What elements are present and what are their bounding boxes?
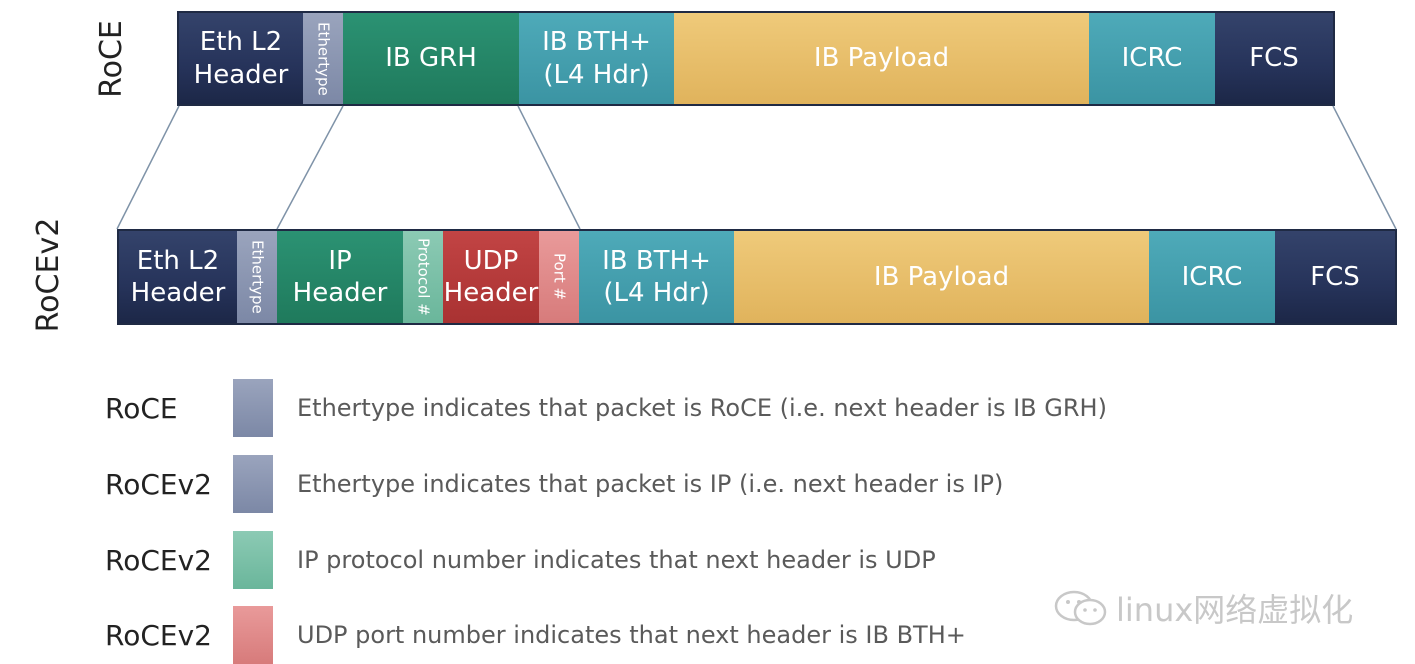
legend-description: IP protocol number indicates that next h…: [297, 546, 936, 574]
row-label-rocev2: RoCEv2: [31, 217, 66, 333]
rocev2-segment-protocol: Protocol #: [403, 231, 443, 323]
rocev2-segment-label: IB Payload: [873, 261, 1010, 292]
legend-description: Ethertype indicates that packet is RoCE …: [297, 394, 1107, 422]
rocev2-segment-label: Port #: [550, 253, 569, 301]
legend-label: RoCEv2: [105, 467, 212, 501]
legend-label: RoCE: [105, 391, 178, 425]
roce-segment-eth-l2-header: Eth L2 Header: [179, 13, 303, 104]
legend-label: RoCEv2: [105, 618, 212, 652]
roce-segment-label: IB BTH+ (L4 Hdr): [542, 27, 651, 90]
rocev2-segment-ip-header: IP Header: [277, 231, 403, 323]
legend-row: RoCEv2 UDP port number indicates that nex…: [105, 606, 966, 664]
rocev2-segment-ib-bth-l4-hdr: IB BTH+ (L4 Hdr): [579, 231, 734, 323]
roce-segment-label: Eth L2 Header: [193, 27, 289, 90]
rocev2-segment-label: ICRC: [1181, 261, 1243, 292]
connector-line-grh: [517, 105, 581, 230]
roce-packet-bar: Eth L2 Header Ethertype IB GRH IB BTH+ (L4 …: [177, 11, 1335, 106]
rocev2-packet-bar: Eth L2 Header Ethertype IP Header Protocol …: [117, 229, 1397, 325]
roce-segment-ib-grh: IB GRH: [343, 13, 519, 104]
roce-segment-label: IB GRH: [385, 43, 477, 74]
roce-segment-ethertype: Ethertype: [303, 13, 343, 104]
legend-description: Ethertype indicates that packet is IP (i…: [297, 470, 1004, 498]
rocev2-segment-ethertype: Ethertype: [237, 231, 277, 323]
rocev2-segment-udp-header: UDP Header: [443, 231, 539, 323]
rocev2-segment-label: Eth L2 Header: [130, 245, 226, 309]
legend-swatch: [233, 455, 273, 513]
legend-label: RoCEv2: [105, 543, 212, 577]
watermark-text: linux网络虚拟化: [1116, 591, 1354, 629]
rocev2-segment-label: IP Header: [292, 245, 388, 309]
row-label-roce: RoCE: [94, 20, 129, 98]
rocev2-segment-icrc: ICRC: [1149, 231, 1275, 323]
connector-line-left: [116, 105, 180, 230]
wechat-icon: [1054, 590, 1107, 626]
roce-segment-ib-bth-l4-hdr: IB BTH+ (L4 Hdr): [519, 13, 674, 104]
roce-segment-ib-payload: IB Payload: [674, 13, 1089, 104]
rocev2-segment-label: IB BTH+ (L4 Hdr): [602, 245, 711, 309]
legend-description: UDP port number indicates that next head…: [297, 621, 966, 649]
rocev2-segment-label: FCS: [1310, 261, 1360, 292]
rocev2-segment-label: UDP Header: [443, 245, 539, 309]
legend-row: RoCE Ethertype indicates that packet is R…: [105, 379, 1107, 437]
rocev2-segment-fcs: FCS: [1275, 231, 1395, 323]
rocev2-segment-ib-payload: IB Payload: [734, 231, 1149, 323]
connector-line-ethertype: [276, 105, 344, 230]
roce-segment-label: FCS: [1249, 43, 1299, 74]
roce-segment-label: ICRC: [1121, 43, 1183, 74]
legend-row: RoCEv2 Ethertype indicates that packet is…: [105, 455, 1003, 513]
legend-swatch: [233, 379, 273, 437]
rocev2-segment-label: Protocol #: [414, 238, 433, 316]
roce-segment-icrc: ICRC: [1089, 13, 1215, 104]
legend-swatch: [233, 606, 273, 664]
roce-segment-fcs: FCS: [1215, 13, 1333, 104]
connector-line-right: [1332, 105, 1397, 230]
rocev2-segment-label: Ethertype: [248, 240, 267, 314]
legend-row: RoCEv2 IP protocol number indicates that …: [105, 531, 936, 589]
rocev2-segment-eth-l2-header: Eth L2 Header: [119, 231, 237, 323]
roce-segment-label: IB Payload: [813, 43, 950, 74]
roce-segment-label: Ethertype: [314, 21, 333, 96]
legend-swatch: [233, 531, 273, 589]
rocev2-segment-port: Port #: [539, 231, 579, 323]
watermark: linux网络虚拟化: [1052, 585, 1353, 631]
